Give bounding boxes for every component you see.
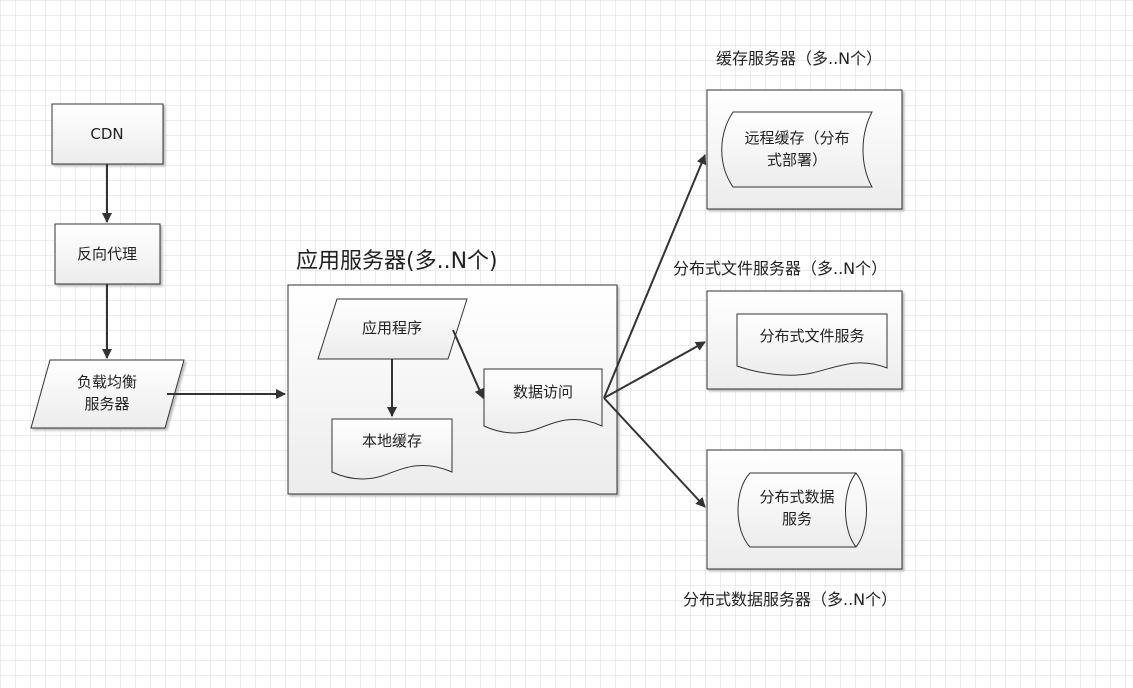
load-balancer-node[interactable]: 负载均衡 服务器 [30,359,185,429]
remote-cache-node [721,111,873,188]
reverse-proxy-node[interactable]: 反向代理 [54,223,161,285]
data-server-container[interactable]: 分布式数据 服务 [706,449,903,570]
arrow-app-to-data-access [452,329,484,399]
file-server-title: 分布式文件服务器（多..N个） [673,259,887,278]
load-balancer-label-2: 服务器 [84,395,129,413]
reverse-proxy-label: 反向代理 [77,245,137,263]
arrow-to-data-server [603,397,706,508]
cdn-node[interactable]: CDN [51,103,164,165]
app-server-title: 应用服务器(多..N个) [296,249,498,274]
data-access-label: 数据访问 [513,383,573,401]
data-server-title: 分布式数据服务器（多..N个） [683,590,897,609]
cdn-label: CDN [90,125,123,143]
local-cache-label: 本地缓存 [362,432,422,450]
cache-server-container[interactable]: 远程缓存（分布 式部署） [706,89,903,210]
data-service-label-1: 分布式数据 [759,488,834,506]
remote-cache-label-2: 式部署） [767,151,827,169]
application-label: 应用程序 [362,319,422,337]
remote-cache-label-1: 远程缓存（分布 [744,129,849,147]
file-service-node [736,313,888,376]
data-access-node[interactable]: 数据访问 [483,368,603,434]
load-balancer-label-1: 负载均衡 [77,373,137,391]
file-service-label: 分布式文件服务 [759,327,864,345]
local-cache-node[interactable]: 本地缓存 [331,418,453,480]
file-server-container[interactable]: 分布式文件服务 [706,290,903,390]
arrow-to-file-server [603,341,706,399]
arrow-to-cache-server [603,154,707,399]
application-node[interactable]: 应用程序 [317,298,468,360]
cache-server-title: 缓存服务器（多..N个） [716,49,882,68]
data-service-label-2: 服务 [782,510,812,528]
